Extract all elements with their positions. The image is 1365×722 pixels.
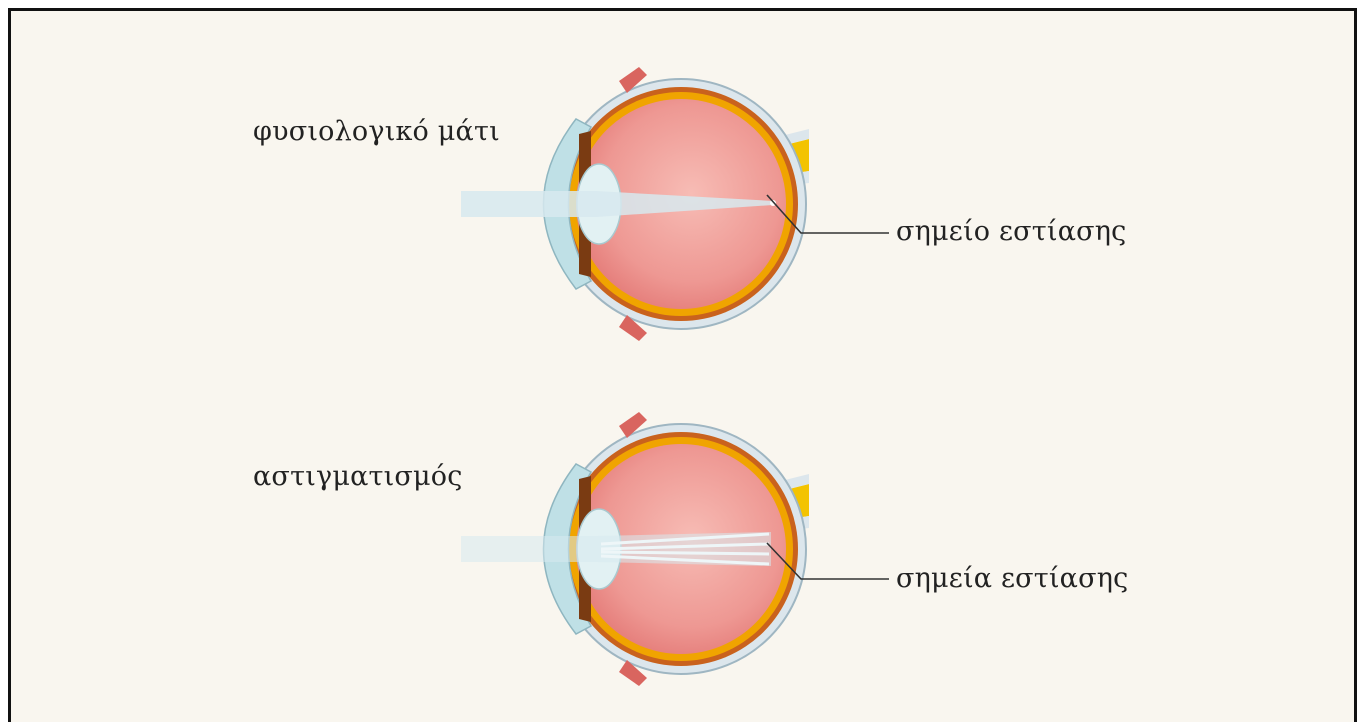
astigmatism-eye-diagram bbox=[451, 404, 811, 694]
normal-eye-leader-line bbox=[763, 191, 893, 251]
astigmatism-label: αστιγματισμός bbox=[253, 461, 463, 492]
diagram-canvas: φυσιολογικό μάτι bbox=[8, 8, 1357, 722]
astigmatism-leader-line bbox=[763, 539, 893, 599]
scattered-ray bbox=[601, 552, 769, 554]
astigmatism-focus-label: σημεία εστίασης bbox=[896, 563, 1128, 594]
normal-eye-diagram bbox=[451, 59, 811, 349]
normal-eye-focus-label: σημείο εστίασης bbox=[896, 216, 1126, 247]
